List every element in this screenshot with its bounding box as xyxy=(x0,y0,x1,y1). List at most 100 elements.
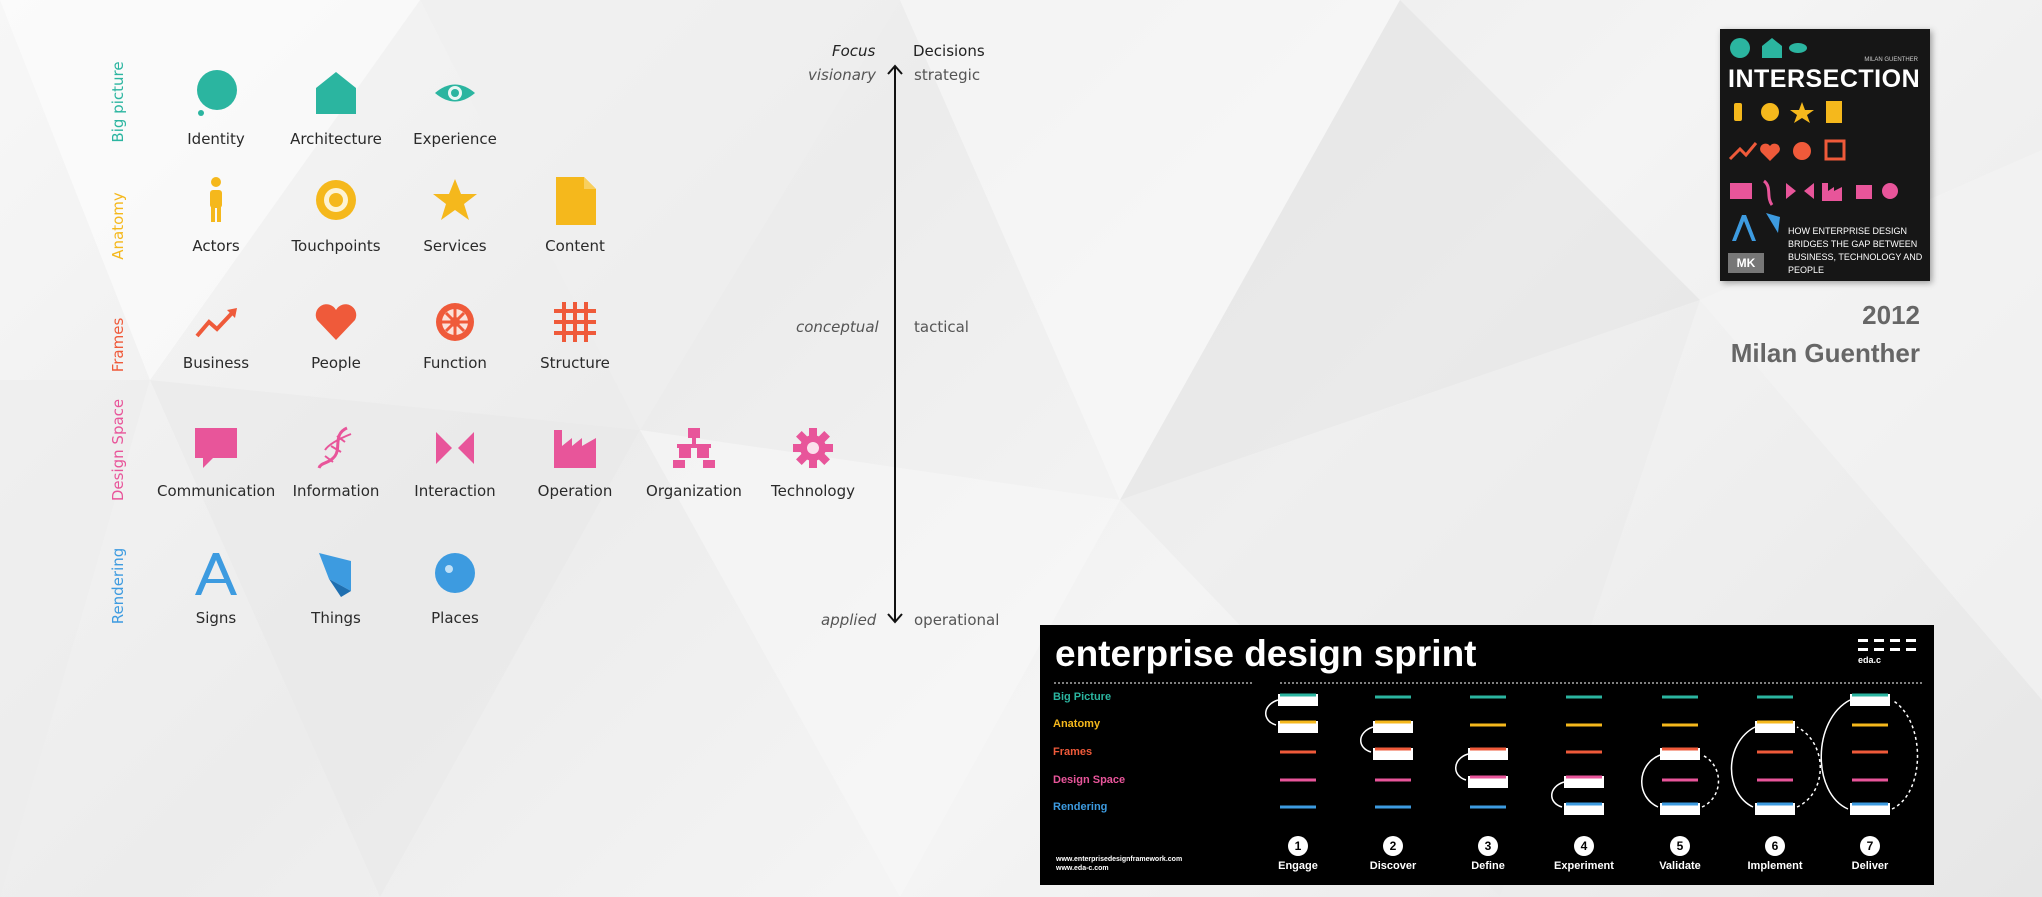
step-label-deliver: Deliver xyxy=(1851,860,1889,872)
focus-header: Focus xyxy=(832,42,876,60)
tile-content: Content xyxy=(516,175,634,255)
sprint-col-2 xyxy=(1360,695,1413,809)
tile-people: People xyxy=(277,302,395,372)
tile-label: Technology xyxy=(770,482,856,500)
poster-url[interactable]: www.eda-c.com xyxy=(1056,865,1109,872)
organization-icon xyxy=(673,428,715,468)
tile-label: Architecture xyxy=(290,130,382,148)
step-number: 2 xyxy=(1383,836,1403,856)
poster-row-anatomy: Anatomy xyxy=(1053,718,1101,730)
tile-structure: Structure xyxy=(516,302,634,372)
touchpoints-icon xyxy=(316,180,356,220)
communication-icon xyxy=(195,428,237,468)
step-number: 1 xyxy=(1288,836,1308,856)
step-label-engage: Engage xyxy=(1278,860,1318,872)
technology-icon xyxy=(793,428,833,468)
tile-label: Information xyxy=(292,482,380,500)
step-label-validate: Validate xyxy=(1659,860,1701,872)
book-author: Milan Guenther xyxy=(1730,338,1920,368)
step-number: 3 xyxy=(1478,836,1498,856)
tile-label: Interaction xyxy=(414,482,496,500)
tile-places: Places xyxy=(396,551,514,627)
places-icon xyxy=(435,553,475,593)
poster-title-underline xyxy=(1054,682,1924,684)
decision-level-strategic: strategic xyxy=(914,66,981,84)
tile-label: Content xyxy=(545,237,605,255)
tile-communication: Communication xyxy=(157,426,275,500)
sprint-poster: enterprise design sprint eda.c Big Pictu… xyxy=(1040,625,1934,885)
tile-signs: Signs xyxy=(157,551,275,627)
focus-level-visionary: visionary xyxy=(808,66,876,84)
tile-label: Function xyxy=(423,354,487,372)
row-label-text: Design Space xyxy=(109,398,127,502)
tile-organization: Organization xyxy=(635,426,753,500)
row-label-text: Frames xyxy=(109,317,127,373)
poster-logo-mark xyxy=(1858,639,1916,651)
decisions-header: Decisions xyxy=(913,42,985,60)
tile-label: Identity xyxy=(187,130,245,148)
tile-operation: Operation xyxy=(516,426,634,500)
book-subtitle: HOW ENTERPRISE DESIGN BRIDGES THE GAP BE… xyxy=(1788,226,1923,275)
tile-services: Services xyxy=(396,175,514,255)
tile-function: Function xyxy=(396,302,514,372)
actors-icon xyxy=(210,177,222,222)
tile-label: Structure xyxy=(540,354,610,372)
tile-label: Touchpoints xyxy=(291,237,381,255)
tile-label: Things xyxy=(311,609,361,627)
book-cover: MILAN GUENTHER INTERSECTION HOW ENTERPRI… xyxy=(1720,29,1930,281)
tile-identity: Identity xyxy=(157,68,275,148)
sprint-col-7 xyxy=(1820,693,1919,815)
tile-touchpoints: Touchpoints xyxy=(277,175,395,255)
tile-label: Organization xyxy=(646,482,742,500)
operation-icon xyxy=(554,430,596,468)
focus-axis-arrow xyxy=(887,64,903,624)
sprint-col-1 xyxy=(1265,693,1318,809)
tile-label: Business xyxy=(182,354,250,372)
book-author-small: MILAN GUENTHER xyxy=(1864,57,1918,63)
focus-level-applied: applied xyxy=(821,611,877,629)
step-number: 6 xyxy=(1765,836,1785,856)
tile-label: Services xyxy=(423,237,487,255)
tile-architecture: Architecture xyxy=(277,68,395,148)
step-label-discover: Discover xyxy=(1369,860,1417,872)
poster-row-rendering: Rendering xyxy=(1053,801,1108,813)
people-icon xyxy=(315,304,357,340)
sprint-matrix xyxy=(1265,693,1919,815)
step-number: 7 xyxy=(1860,836,1880,856)
sprint-col-6 xyxy=(1730,695,1821,815)
step-label-implement: Implement xyxy=(1747,860,1803,872)
tile-technology: Technology xyxy=(754,426,872,500)
decision-level-tactical: tactical xyxy=(914,318,969,336)
poster-row-design-space: Design Space xyxy=(1053,774,1126,786)
decision-level-operational: operational xyxy=(914,611,1000,629)
tile-interaction: Interaction xyxy=(396,426,514,500)
tile-label: Communication xyxy=(157,482,276,500)
step-label-experiment: Experiment xyxy=(1554,860,1614,872)
experience-icon xyxy=(435,84,475,102)
tile-label: Operation xyxy=(537,482,613,500)
tile-actors: Actors xyxy=(157,175,275,255)
tile-label: Experience xyxy=(413,130,497,148)
things-icon xyxy=(319,553,351,597)
focus-level-conceptual: conceptual xyxy=(796,318,879,336)
poster-url[interactable]: www.enterprisedesignframework.com xyxy=(1056,856,1183,863)
row-label-text: Big picture xyxy=(109,61,127,143)
interaction-icon xyxy=(436,432,474,464)
step-label-define: Define xyxy=(1471,860,1505,872)
content-icon xyxy=(556,177,596,225)
tile-business: Business xyxy=(157,302,275,372)
services-icon xyxy=(433,179,477,220)
row-label-text: Rendering xyxy=(109,547,127,625)
book-icon-grid xyxy=(1728,101,1898,241)
step-number: 4 xyxy=(1574,836,1594,856)
poster-row-big-picture: Big Picture xyxy=(1053,691,1112,703)
tile-label: Signs xyxy=(195,609,237,627)
sprint-col-3 xyxy=(1455,695,1508,809)
poster-row-frames: Frames xyxy=(1053,746,1093,758)
step-number: 5 xyxy=(1670,836,1690,856)
identity-icon xyxy=(197,70,237,116)
information-icon xyxy=(317,426,352,469)
tile-things: Things xyxy=(277,551,395,627)
book-title: INTERSECTION xyxy=(1728,65,1921,93)
tile-experience: Experience xyxy=(396,68,514,148)
